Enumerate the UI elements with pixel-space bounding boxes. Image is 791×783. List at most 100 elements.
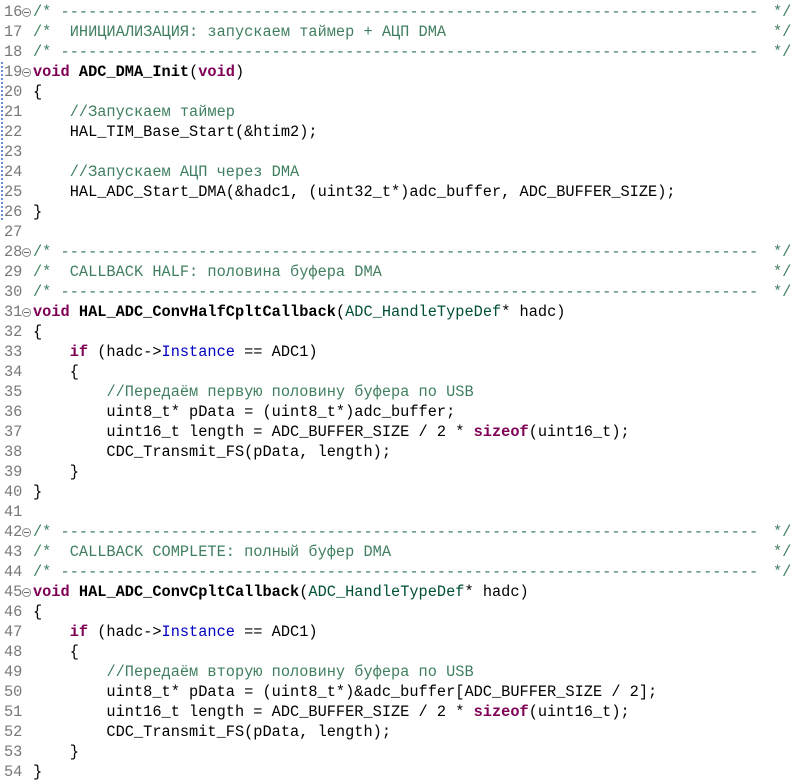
code-line[interactable]: 44/* -----------------------------------… [0,562,791,582]
code-line[interactable]: 17/* ИНИЦИАЛИЗАЦИЯ: запускаем таймер + А… [0,22,791,42]
code-line[interactable]: 33 if (hadc->Instance == ADC1) [0,342,791,362]
code-line[interactable]: 43 /* CALLBACK COMPLETE: полный буфер DMA… [0,542,791,562]
code-token: * hadc) [464,583,529,601]
code-token [33,623,70,641]
code-token [33,663,106,681]
code-line[interactable]: 42/* -----------------------------------… [0,522,791,542]
field-name: Instance [161,343,235,361]
code-line[interactable]: 16/* -----------------------------------… [0,2,791,22]
comment: //Запускаем таймер [69,103,235,121]
code-line[interactable]: 18/* -----------------------------------… [0,42,791,62]
code-line[interactable]: 51 uint16_t length = ADC_BUFFER_SIZE / 2… [0,702,791,722]
code-text: HAL_TIM_Base_Start(&htim2); [33,122,318,142]
code-line[interactable]: 25 HAL_ADC_Start_DMA(&hadc1, (uint32_t*)… [0,182,791,202]
fold-collapse-icon[interactable] [22,588,31,597]
code-line[interactable]: 39 } [0,462,791,482]
comment-close: */ [773,563,791,581]
code-line[interactable]: 49 //Передаём вторую половину буфера по … [0,662,791,682]
code-line[interactable]: 30 /* -----------------------------------… [0,282,791,302]
code-line[interactable]: 38 CDC_Transmit_FS(pData, length); [0,442,791,462]
line-number: 32 [4,323,23,341]
code-token: ( [335,303,346,321]
fold-collapse-icon[interactable] [22,8,31,17]
code-text: /* -------------------------------------… [33,282,758,302]
code-text: void HAL_ADC_ConvHalfCpltCallback(ADC_Ha… [33,302,565,322]
type-name: ADC_HandleTypeDef [308,583,465,601]
keyword: sizeof [473,703,529,721]
comment-close: */ [773,523,791,541]
code-text: //Запускаем таймер [33,102,235,122]
change-marker [1,142,3,162]
fold-collapse-icon[interactable] [22,68,31,77]
comment: //Передаём первую половину буфера по USB [106,383,474,401]
fold-collapse-icon[interactable] [22,248,31,257]
code-line[interactable]: 54} [0,762,791,782]
code-token: ) [234,63,245,81]
code-line[interactable]: 50 uint8_t* pData = (uint8_t*)&adc_buffe… [0,682,791,702]
line-number: 28 [4,243,23,261]
line-number: 53 [4,743,23,761]
code-line[interactable]: 37 uint16_t length = ADC_BUFFER_SIZE / 2… [0,422,791,442]
comment: //Запускаем АЦП через DMA [69,163,300,181]
line-number: 37 [4,423,23,441]
code-line[interactable]: 27 [0,222,791,242]
code-line[interactable]: 46{ [0,602,791,622]
code-line[interactable]: 52 CDC_Transmit_FS(pData, length); [0,722,791,742]
code-text: if (hadc->Instance == ADC1) [33,342,318,362]
code-line[interactable]: 21 //Запускаем таймер [0,102,791,122]
code-line[interactable]: 53 } [0,742,791,762]
line-number: 26 [4,203,23,221]
code-text: void HAL_ADC_ConvCpltCallback(ADC_Handle… [33,582,529,602]
code-token [33,163,70,181]
line-number: 21 [4,103,23,121]
code-token: uint8_t* pData = (uint8_t*)&adc_buffer[A… [33,683,658,701]
code-token: (uint16_t); [528,703,630,721]
code-text: /* -------------------------------------… [33,522,758,542]
code-line[interactable]: 28/* -----------------------------------… [0,242,791,262]
code-line[interactable]: 36 uint8_t* pData = (uint8_t*)adc_buffer… [0,402,791,422]
code-line[interactable]: 22 HAL_TIM_Base_Start(&htim2); [0,122,791,142]
code-token: } [33,763,43,781]
code-line[interactable]: 29/* CALLBACK HALF: половина буфера DMA*… [0,262,791,282]
fold-collapse-icon[interactable] [22,308,31,317]
line-number: 16 [4,3,23,21]
line-number: 20 [4,83,23,101]
line-number: 27 [4,223,23,241]
code-line[interactable]: 34 { [0,362,791,382]
code-line[interactable]: 40} [0,482,791,502]
code-line[interactable]: 41 [0,502,791,522]
code-token: == ADC1) [234,343,318,361]
code-text: uint16_t length = ADC_BUFFER_SIZE / 2 * … [33,422,629,442]
code-text: } [33,462,79,482]
code-line[interactable]: 32{ [0,322,791,342]
code-line[interactable]: 35 //Передаём первую половину буфера по … [0,382,791,402]
code-text: uint8_t* pData = (uint8_t*)&adc_buffer[A… [33,682,657,702]
line-number: 44 [4,563,23,581]
code-line[interactable]: 24 //Запускаем АЦП через DMA [0,162,791,182]
line-number: 35 [4,383,23,401]
code-text: { [33,602,42,622]
change-marker [1,122,3,142]
fold-collapse-icon[interactable] [22,528,31,537]
change-marker [1,62,3,82]
code-text: /* CALLBACK COMPLETE: полный буфер DMA [33,542,391,562]
line-number: 30 [4,283,23,301]
code-token: HAL_ADC_Start_DMA(&hadc1, (uint32_t*)adc… [33,183,676,201]
code-token: CDC_Transmit_FS(pData, length); [33,443,392,461]
code-line[interactable]: 47 if (hadc->Instance == ADC1) [0,622,791,642]
code-line[interactable]: 26} [0,202,791,222]
line-number: 25 [4,183,23,201]
code-token: } [33,743,79,761]
code-line[interactable]: 23 [0,142,791,162]
function-name: HAL_ADC_ConvCpltCallback [78,583,300,601]
line-number: 43 [4,543,23,561]
comment-close: */ [773,3,791,21]
code-line[interactable]: 20{ [0,82,791,102]
code-line[interactable]: 48 { [0,642,791,662]
code-text: //Запускаем АЦП через DMA [33,162,300,182]
keyword: sizeof [473,423,529,441]
